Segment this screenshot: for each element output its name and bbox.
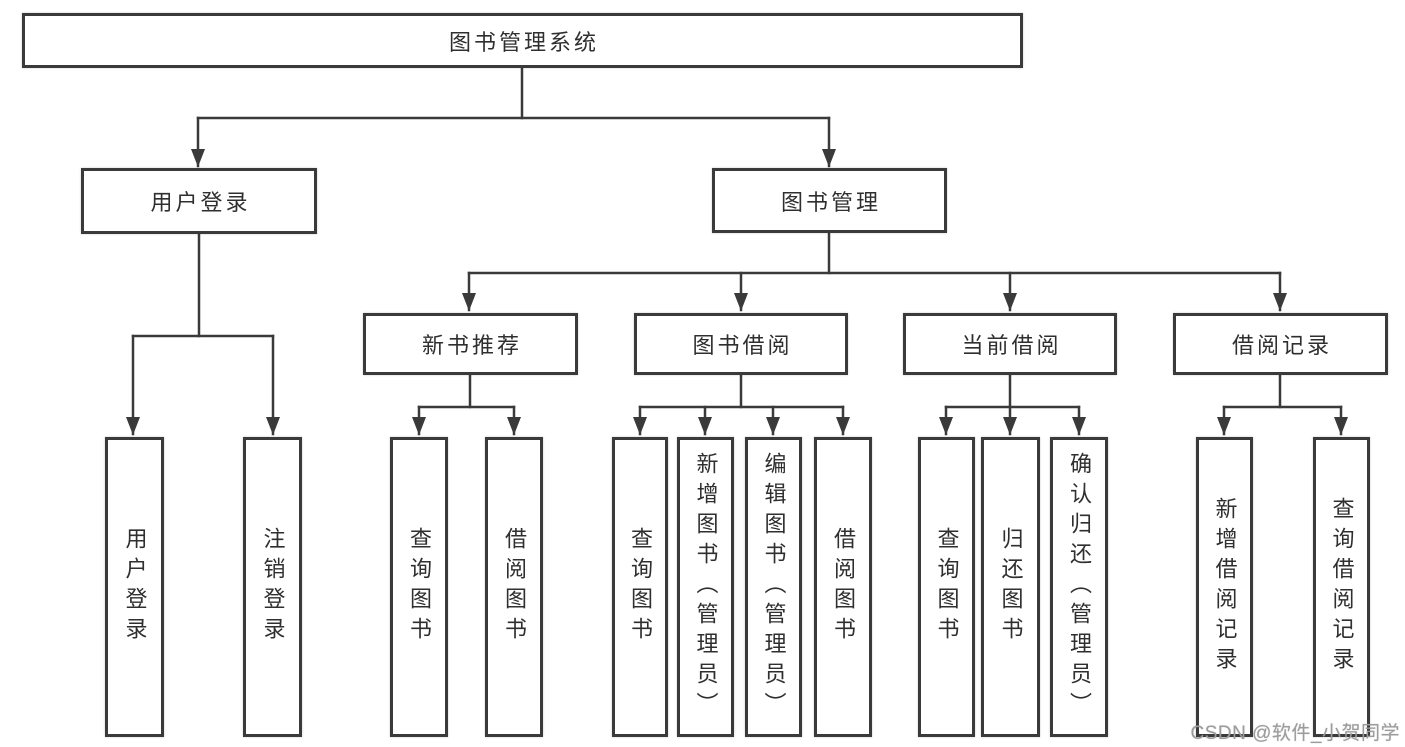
node-current-borrow: 当前借阅 (903, 313, 1117, 375)
leaf-query-books-borrow: 查询图书 (612, 437, 668, 737)
csdn-watermark: CSDN @软件_小贺同学 (1190, 723, 1400, 744)
leaf-edit-books-admin: 编辑图书（管理员） (745, 437, 802, 737)
leaf-borrow-books-recommend: 借阅图书 (485, 437, 543, 737)
leaf-borrow-books: 借阅图书 (814, 437, 872, 737)
leaf-logout: 注销登录 (243, 437, 302, 737)
leaf-add-books-admin: 新增图书（管理员） (677, 437, 734, 737)
leaf-return-books: 归还图书 (981, 437, 1040, 737)
leaf-query-books-recommend: 查询图书 (390, 437, 448, 737)
leaf-confirm-return-admin: 确认归还（管理员） (1050, 437, 1108, 737)
node-book-borrow: 图书借阅 (634, 313, 848, 375)
node-library-management-system: 图书管理系统 (22, 13, 1023, 68)
leaf-query-books-current: 查询图书 (918, 437, 975, 737)
leaf-add-borrow-record: 新增借阅记录 (1196, 437, 1253, 737)
node-new-book-recommend: 新书推荐 (363, 313, 578, 375)
node-borrow-records: 借阅记录 (1173, 313, 1388, 375)
leaf-query-borrow-record: 查询借阅记录 (1313, 437, 1370, 737)
leaf-user-login: 用户登录 (105, 437, 164, 737)
node-book-management: 图书管理 (712, 168, 947, 233)
node-user-login: 用户登录 (81, 168, 317, 234)
